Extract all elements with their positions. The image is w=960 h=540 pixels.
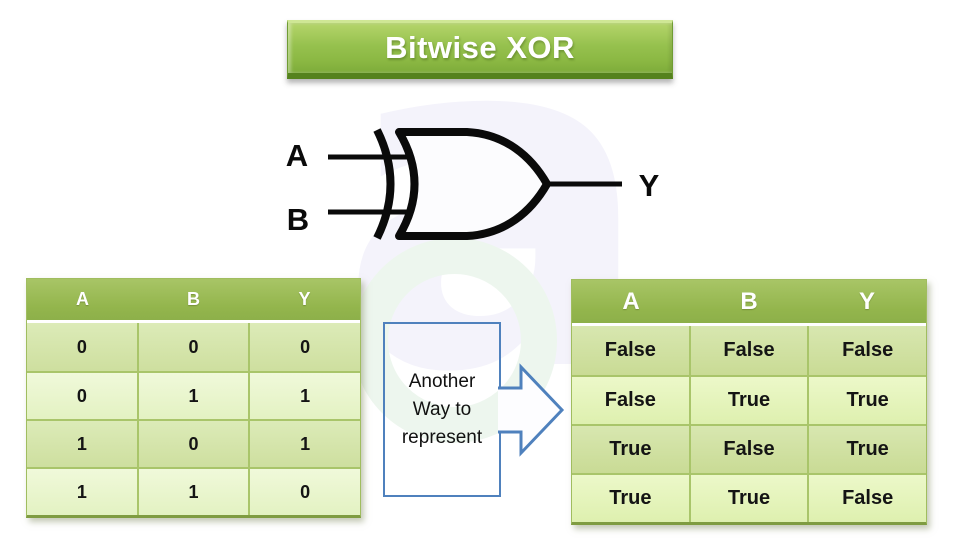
table-cell: False xyxy=(604,339,656,361)
page-title: Bitwise XOR xyxy=(385,30,575,65)
table-cell: 0 xyxy=(136,323,249,371)
column-header: A xyxy=(622,287,640,315)
table-cell: True xyxy=(807,377,926,424)
binary-truth-table: A B Y 0 0 0 0 1 1 1 0 1 1 1 0 xyxy=(26,278,361,518)
gate-output-label: Y xyxy=(639,168,660,203)
table-cell: 0 xyxy=(248,469,360,515)
table-row: 0 1 1 xyxy=(27,371,360,419)
table-header-row: A B Y xyxy=(572,280,926,326)
column-header: A xyxy=(76,289,89,309)
table-row: True False True xyxy=(572,424,926,473)
table-cell: 1 xyxy=(76,433,87,454)
table-header-row: A B Y xyxy=(27,279,360,323)
table-row: False True True xyxy=(572,375,926,424)
table-cell: 0 xyxy=(136,421,249,467)
table-row: 1 1 0 xyxy=(27,467,360,515)
table-cell: 0 xyxy=(76,336,87,357)
table-cell: False xyxy=(807,326,926,375)
table-cell: 1 xyxy=(136,373,249,419)
table-cell: False xyxy=(688,426,808,473)
title-banner: Bitwise XOR xyxy=(287,20,673,79)
right-arrow-outline xyxy=(498,363,565,457)
column-header: B xyxy=(740,287,758,315)
table-cell: True xyxy=(688,475,808,522)
boolean-truth-table: A B Y False False False False True True … xyxy=(571,279,927,525)
right-arrow-shape xyxy=(498,363,565,457)
table-cell: 1 xyxy=(248,373,360,419)
table-row: True True False xyxy=(572,473,926,522)
xor-gate-diagram: A B Y xyxy=(286,128,660,240)
table-cell: 1 xyxy=(248,421,360,467)
annotation-text-line: Way to xyxy=(412,398,472,420)
gate-body xyxy=(395,128,551,240)
table-cell: True xyxy=(609,487,652,509)
table-cell: True xyxy=(688,377,808,424)
column-header: Y xyxy=(858,287,875,315)
table-row: 1 0 1 xyxy=(27,419,360,467)
gate-input-b-label: B xyxy=(287,202,309,237)
table-cell: True xyxy=(609,438,652,460)
table-cell: 0 xyxy=(248,323,360,371)
table-cell: False xyxy=(688,326,808,375)
table-cell: 1 xyxy=(136,469,249,515)
column-header: Y xyxy=(298,289,311,309)
gate-input-a-label: A xyxy=(286,138,308,173)
annotation-box: Another Way to represent xyxy=(383,322,501,497)
annotation-text-line: represent xyxy=(401,426,483,448)
table-cell: 1 xyxy=(76,481,87,502)
table-cell: False xyxy=(604,389,656,411)
gate-xor-back-arc xyxy=(373,128,395,240)
table-cell: 0 xyxy=(76,385,87,406)
table-row: 0 0 0 xyxy=(27,323,360,371)
table-row: False False False xyxy=(572,326,926,375)
column-header: B xyxy=(187,289,200,309)
table-cell: False xyxy=(807,475,926,522)
table-cell: True xyxy=(807,426,926,473)
annotation-text-line: Another xyxy=(408,370,476,392)
